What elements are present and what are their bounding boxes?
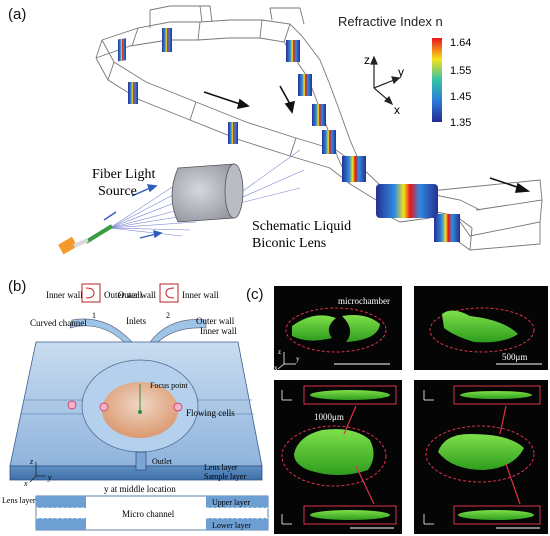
colorbar-tick-2: 1.55 [450, 65, 471, 77]
outer-wall-label-1: Outer wall [104, 290, 143, 300]
scale-500-label: 500μm [502, 352, 527, 362]
fiber-source-label-1: Fiber Light [92, 167, 155, 182]
panel-a-diagram: Refractive Index n 1.64 1.55 1.45 1.35 z… [58, 5, 543, 255]
lens-label-1: Schematic Liquid [252, 219, 351, 234]
axis-y-label: y [398, 65, 404, 79]
flowing-cells-label: Flowing cells [186, 408, 235, 418]
panel-b-label: (b) [8, 278, 27, 295]
tl-axis-x: x [274, 364, 278, 372]
sample-layer-label: Sample layer [204, 472, 246, 481]
fiber-light-source [58, 224, 114, 255]
scale-1000-label: 1000μm [314, 412, 344, 422]
lens-label-2: Biconic Lens [252, 236, 326, 251]
inner-wall-label-2: Inner wall [182, 290, 219, 300]
microchamber-label: microchamber [338, 296, 390, 306]
chip-side [9, 465, 263, 481]
outlet-label: Outlet [152, 457, 173, 466]
colorbar-scale [432, 38, 442, 122]
flowing-cell-1 [67, 400, 77, 410]
axis-z-label: z [364, 53, 370, 67]
biconic-lens [171, 163, 244, 223]
fiber-source-label-2: Source [98, 184, 137, 199]
micro-channel-label: Micro channel [122, 509, 175, 519]
curved-channel-label: Curved channel [30, 318, 87, 328]
panel-b-diagram: Inner wall Outer wall Outer wall Inner w… [2, 283, 269, 531]
lower-layer-label: Lower layer [212, 521, 251, 530]
colorbar-tick-3: 1.45 [450, 91, 471, 103]
upper-layer-label: Upper layer [212, 498, 250, 507]
colorbar-title: Refractive Index n [338, 14, 443, 29]
light-rays [109, 149, 305, 237]
axis-x-label: x [394, 103, 400, 117]
wall-icon-1 [81, 283, 101, 303]
outer-wall-label-2: Outer wall [118, 290, 157, 300]
outlet-port [135, 451, 147, 471]
lens-layer-side-label: Lens layer [2, 496, 36, 505]
tl-axis-y: y [296, 355, 300, 363]
inner-wall-label-1: Inner wall [46, 290, 83, 300]
inlets-label: Inlets [126, 316, 146, 326]
inlet-number-2: 2 [166, 311, 170, 320]
panel-a-label: (a) [8, 6, 27, 23]
lens-layer-label: Lens layer [204, 463, 238, 472]
tl-axis-z: z [278, 348, 281, 356]
panel-c-label: (c) [246, 286, 264, 303]
outer-wall-label-3: Outer wall [196, 316, 235, 326]
inlet-number-1: 1 [92, 311, 96, 320]
focus-point-label: Focus point [150, 381, 188, 390]
chip-axis-z: z [29, 457, 34, 466]
inner-wall-label-3: Inner wall [200, 326, 237, 336]
panel-c-micrographs: microchamber z y x 500μm 1000μm [274, 286, 548, 534]
colorbar-tick-1: 1.64 [450, 37, 471, 49]
chip-axis-x: x [23, 479, 28, 488]
axes-triad [370, 55, 401, 106]
middle-location-label: y at middle location [104, 484, 176, 494]
flowing-cell-3 [173, 402, 183, 412]
chip-axis-y: y [47, 473, 52, 482]
wall-icon-2 [159, 283, 179, 303]
colorbar-tick-4: 1.35 [450, 117, 471, 129]
flowing-cell-2 [99, 402, 109, 412]
